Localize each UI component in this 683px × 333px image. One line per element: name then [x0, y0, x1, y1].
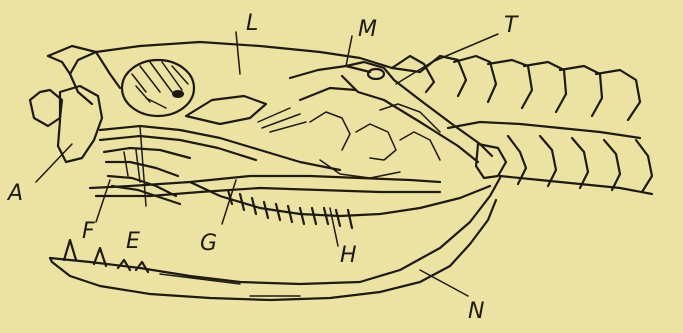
label-h: H — [340, 243, 357, 268]
label-t: T — [504, 13, 519, 38]
label-a: A — [6, 181, 23, 206]
label-m: M — [358, 17, 377, 42]
orbit — [122, 60, 194, 116]
label-e: E — [126, 229, 140, 254]
label-f: F — [82, 219, 95, 244]
mandible — [90, 176, 490, 228]
pterygoid-bone — [186, 96, 306, 132]
vertebrae — [392, 56, 652, 194]
label-l: L — [246, 11, 258, 36]
label-g: G — [200, 231, 217, 256]
cranium-outline — [30, 42, 440, 178]
palatine-rows — [100, 126, 340, 206]
maxilla — [58, 86, 102, 162]
label-n: N — [468, 299, 484, 324]
quadrate-bone — [342, 62, 506, 178]
